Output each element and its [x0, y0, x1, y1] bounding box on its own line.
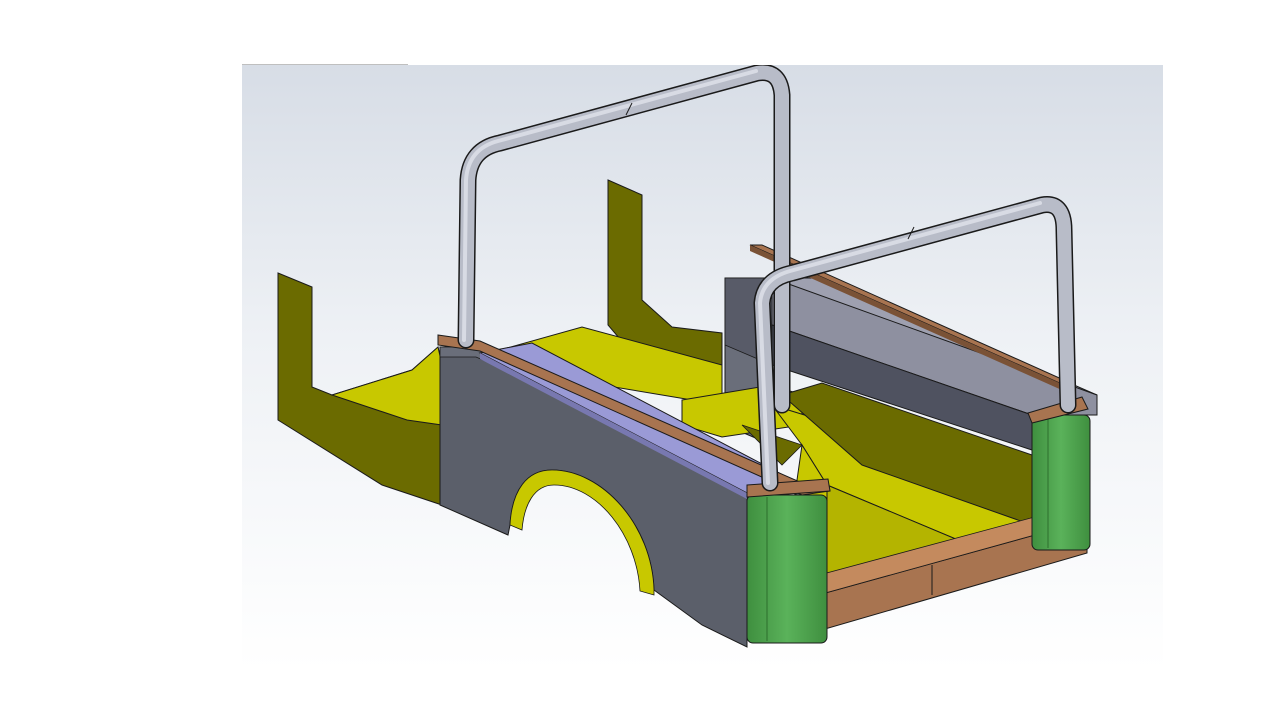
left-fender-panel [439, 346, 803, 648]
cad-model-render [242, 65, 1163, 670]
right-corner-cap [1027, 396, 1091, 551]
roll-bar-icon [457, 65, 1077, 492]
cad-viewport [242, 65, 1163, 670]
rear-wood-sill [781, 514, 1088, 641]
left-corner-cap [746, 478, 831, 644]
divider-line [242, 64, 408, 65]
